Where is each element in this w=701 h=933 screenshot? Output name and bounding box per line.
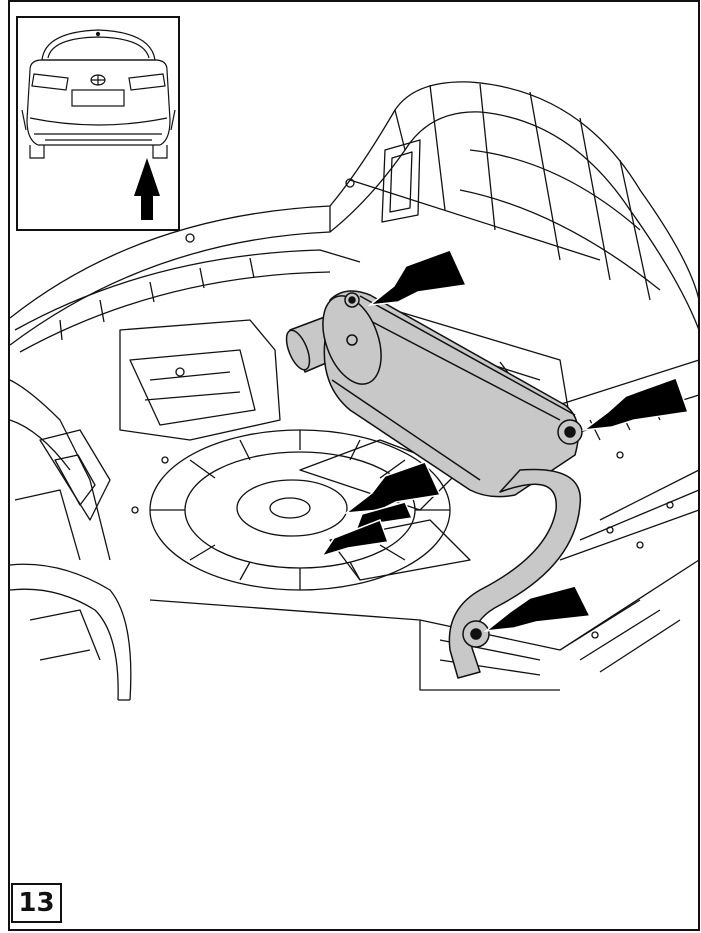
callout-arrow-icon [483, 585, 592, 633]
muffler-assembly [285, 290, 583, 679]
step-number-badge: 13 [11, 883, 62, 923]
car-rear-view-icon [21, 29, 176, 159]
direction-arrow-icon [134, 158, 160, 220]
callout-arrows [320, 249, 690, 633]
inset-rear-view [16, 16, 180, 231]
callout-arrow-icon [581, 377, 690, 432]
callout-arrow-icon [367, 249, 468, 307]
page-border [8, 0, 700, 931]
callout-arrow-icon [320, 519, 390, 558]
callout-arrow-icon [343, 461, 442, 514]
